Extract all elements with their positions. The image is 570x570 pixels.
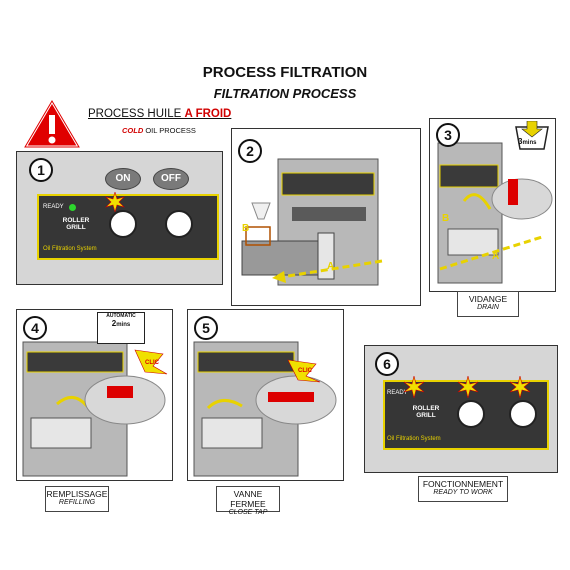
ready-label: READY	[43, 204, 64, 210]
warning-title: PROCESS HUILE A FROID	[88, 108, 231, 120]
step-badge-6: 6	[375, 352, 399, 376]
left-knob	[109, 210, 137, 238]
caption-step-4: REMPLISSAGE REFILLING	[45, 486, 109, 512]
system-label: Oil Filtration System	[387, 436, 441, 442]
page-title: PROCESS FILTRATION	[0, 64, 570, 81]
step-badge-5: 5	[194, 316, 218, 340]
right-knob	[165, 210, 193, 238]
right-knob	[509, 400, 537, 428]
step-3-panel: 3mins 3 B A	[429, 118, 556, 292]
caption-step-3: VIDANGE DRAIN	[457, 291, 519, 317]
page-subtitle: FILTRATION PROCESS	[0, 86, 570, 101]
off-button: OFF	[153, 168, 189, 190]
step-5-panel: CLIC 5	[187, 309, 344, 481]
on-button: ON	[105, 168, 141, 190]
warning-triangle-icon	[22, 98, 82, 150]
ready-led	[69, 204, 76, 211]
timer-cup-icon	[512, 121, 552, 151]
label-b: B	[242, 223, 249, 234]
clic-label: CLIC	[298, 368, 312, 374]
label-b: B	[442, 213, 449, 224]
step-badge-2: 2	[238, 139, 262, 163]
step-4-panel: AUTOMATIC 2mins CLIC 4	[16, 309, 173, 481]
power-burst-icon	[457, 376, 479, 398]
step-badge-1: 1	[29, 158, 53, 182]
system-label: Oil Filtration System	[43, 246, 97, 252]
warning-subtitle: COLD OIL PROCESS	[122, 126, 196, 135]
caption-step-6: FONCTIONNEMENT READY TO WORK	[418, 476, 508, 502]
left-knob	[457, 400, 485, 428]
step-badge-3: 3	[436, 123, 460, 147]
step-2-panel: 2 B A	[231, 128, 421, 306]
step-badge-4: 4	[23, 316, 47, 340]
timer-value: 2mins	[98, 319, 144, 328]
ready-burst-icon	[403, 376, 425, 398]
label-a: A	[327, 261, 334, 272]
auto-box: AUTOMATIC 2mins	[97, 312, 145, 344]
timer-value: 3mins	[518, 137, 536, 146]
clic-label: CLIC	[145, 360, 159, 366]
heat-burst-icon	[509, 376, 531, 398]
power-burst-icon	[105, 192, 125, 212]
caption-step-5: VANNE FERMEE CLOSE TAP	[216, 486, 280, 512]
label-a: A	[492, 251, 499, 262]
